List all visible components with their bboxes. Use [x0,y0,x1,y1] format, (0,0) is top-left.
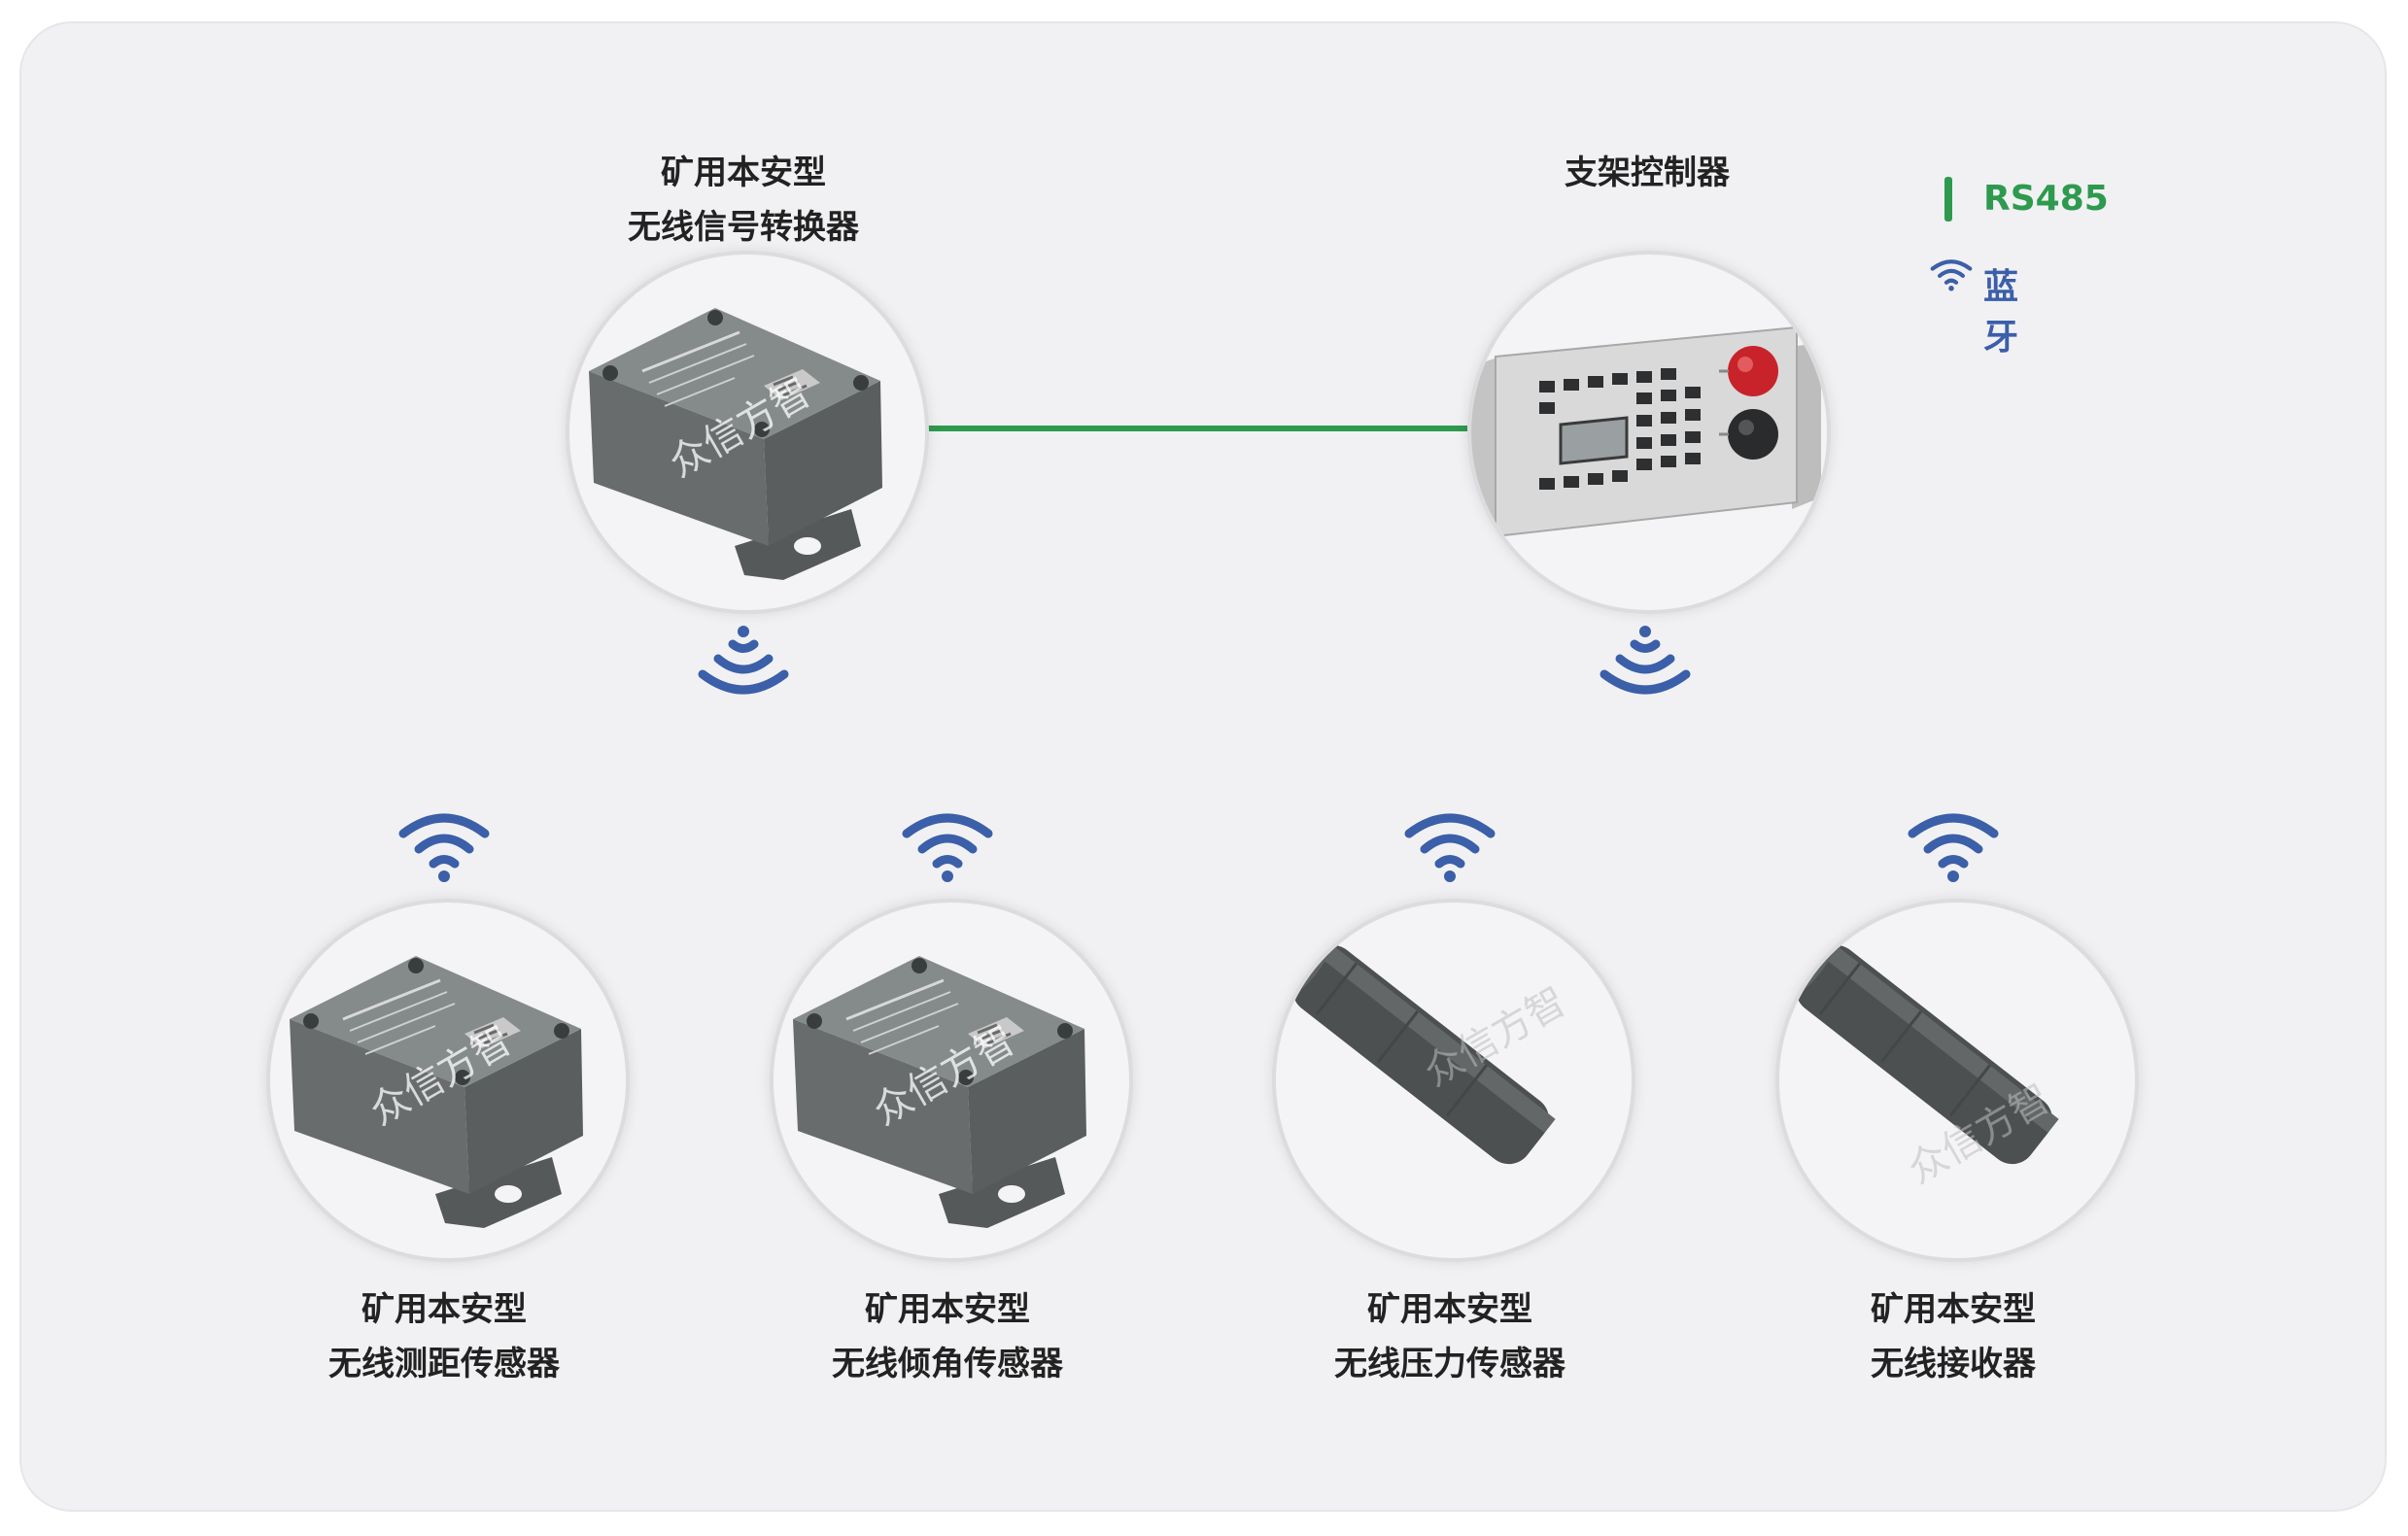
pressure-sensor-label: 矿用本安型 无线压力传感器 [1197,1282,1703,1391]
converter-circle: 众信方智 [566,251,929,614]
distance-label-line2: 无线测距传感器 [328,1345,560,1383]
converter-label-line1: 矿用本安型 [661,154,826,192]
rs485-line-icon [1944,177,1952,222]
diagram-panel [21,23,2385,1510]
pressure-label-line1: 矿用本安型 [1367,1290,1532,1329]
distance-sensor-circle: 众信方智 [266,899,630,1262]
tilt-sensor-circle: 众信方智 [770,899,1133,1262]
receiver-label-line1: 矿用本安型 [1871,1290,2036,1329]
receiver-circle: 众信方智 [1775,899,2139,1262]
distance-label-line1: 矿用本安型 [361,1290,527,1329]
bluetooth-wave-up-icon [899,808,996,886]
bluetooth-wifi-icon [1929,256,1974,293]
bluetooth-wave-down-icon [695,622,792,700]
tilt-label-line2: 无线倾角传感器 [832,1345,1063,1383]
converter-label: 矿用本安型 无线信号转换器 [491,146,996,255]
controller-label: 支架控制器 [1394,146,1900,200]
support-controller-unit-icon [1471,255,1827,610]
legend-bluetooth-text: 蓝牙 [1983,267,2019,358]
bluetooth-wave-down-icon [1597,622,1694,700]
legend-rs485-text: RS485 [1983,179,2109,219]
bluetooth-wave-up-icon [1401,808,1498,886]
receiver-label: 矿用本安型 无线接收器 [1701,1282,2206,1391]
pressure-sensor-circle: 众信方智 [1272,899,1635,1262]
controller-circle [1467,251,1831,614]
tilt-label-line1: 矿用本安型 [865,1290,1030,1329]
pressure-label-line2: 无线压力传感器 [1334,1345,1565,1383]
receiver-label-line2: 无线接收器 [1871,1345,2036,1383]
bluetooth-wave-up-icon [1905,808,2002,886]
distance-sensor-label: 矿用本安型 无线测距传感器 [191,1282,697,1391]
controller-label-line1: 支架控制器 [1565,154,1730,192]
receiver-cylinder-icon [1779,903,2135,1258]
bluetooth-wave-up-icon [396,808,493,886]
converter-label-line2: 无线信号转换器 [628,208,859,247]
tilt-sensor-label: 矿用本安型 无线倾角传感器 [695,1282,1200,1391]
